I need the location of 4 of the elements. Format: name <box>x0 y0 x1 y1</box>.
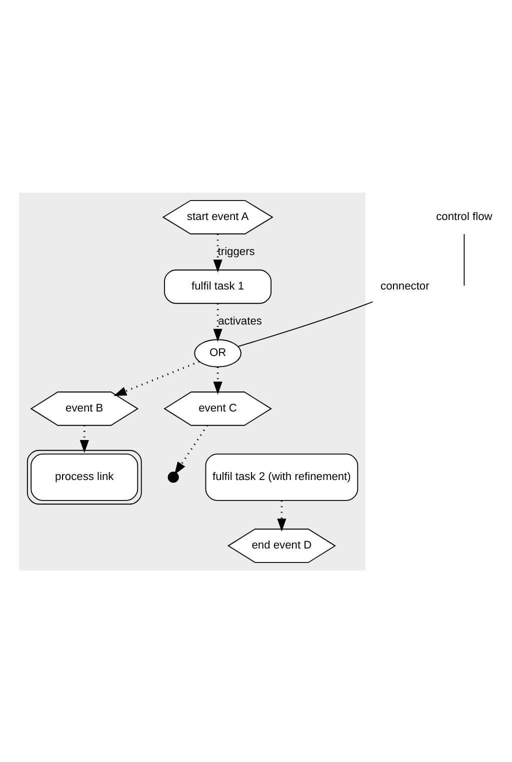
node-text: connector <box>380 280 430 292</box>
node-text: control flow <box>436 210 492 223</box>
edge-label: triggers <box>218 245 255 258</box>
edge-label: activates <box>218 314 262 327</box>
